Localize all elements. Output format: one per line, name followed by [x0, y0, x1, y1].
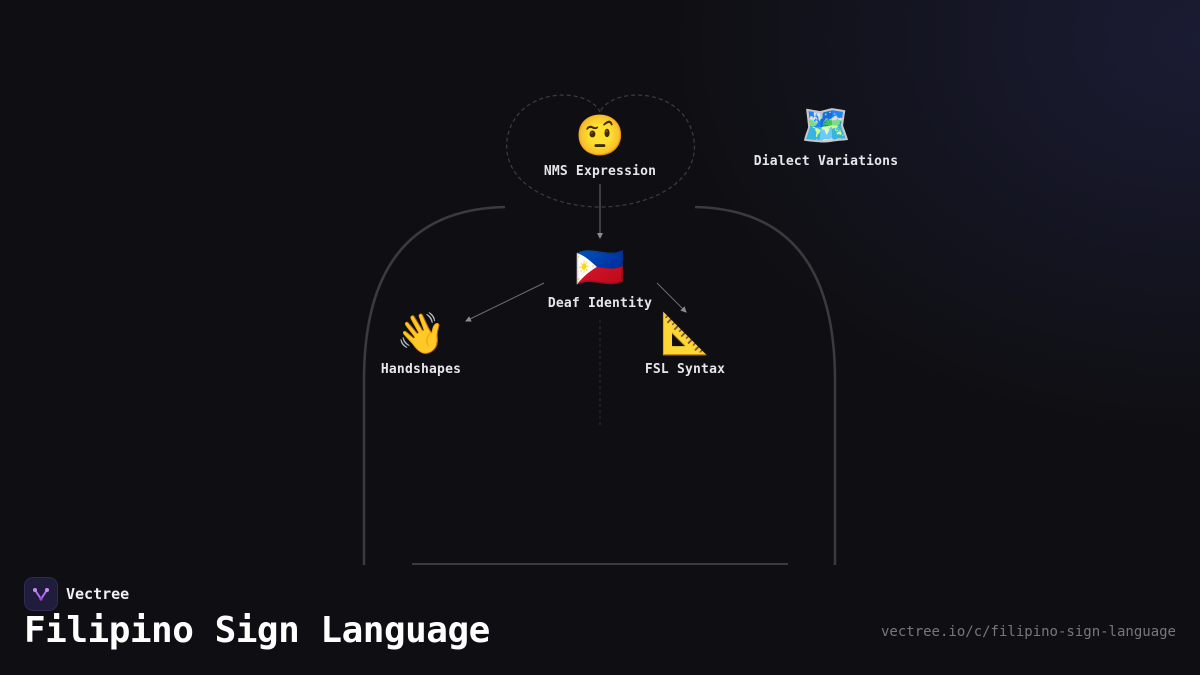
body-silhouette-outline	[362, 205, 837, 565]
node-label: FSL Syntax	[644, 362, 726, 377]
triangular-ruler-icon: 📐	[660, 311, 710, 357]
page-url[interactable]: vectree.io/c/filipino-sign-language	[880, 624, 1176, 640]
node-dialect-variations[interactable]: 🗺️ Dialect Variations	[754, 102, 898, 169]
brand-name: Vectree	[66, 585, 130, 603]
node-label: NMS Expression	[543, 164, 657, 179]
vectree-logo-icon	[24, 577, 58, 611]
node-label: Handshapes	[380, 362, 462, 377]
node-deaf-identity[interactable]: 🇵🇭 Deaf Identity	[548, 244, 652, 311]
edge-deaf-identity-to-handshapes	[465, 282, 545, 322]
node-label: Deaf Identity	[547, 296, 653, 311]
world-map-icon: 🗺️	[801, 103, 851, 149]
node-fsl-syntax[interactable]: 📐 FSL Syntax	[645, 310, 725, 377]
node-handshapes[interactable]: 👋 Handshapes	[381, 310, 461, 377]
edge-deaf-identity-to-fsl-syntax	[656, 282, 687, 313]
head-dashed-outline	[506, 94, 695, 208]
node-label: Dialect Variations	[753, 154, 899, 169]
raised-eyebrow-face-icon: 🤨	[575, 113, 625, 159]
page-title: Filipino Sign Language	[24, 610, 490, 651]
brand[interactable]: Vectree	[24, 577, 129, 611]
node-nms-expression[interactable]: 🤨 NMS Expression	[544, 112, 656, 179]
waving-hand-icon: 👋	[396, 311, 446, 357]
philippines-flag-icon: 🇵🇭	[575, 245, 625, 291]
